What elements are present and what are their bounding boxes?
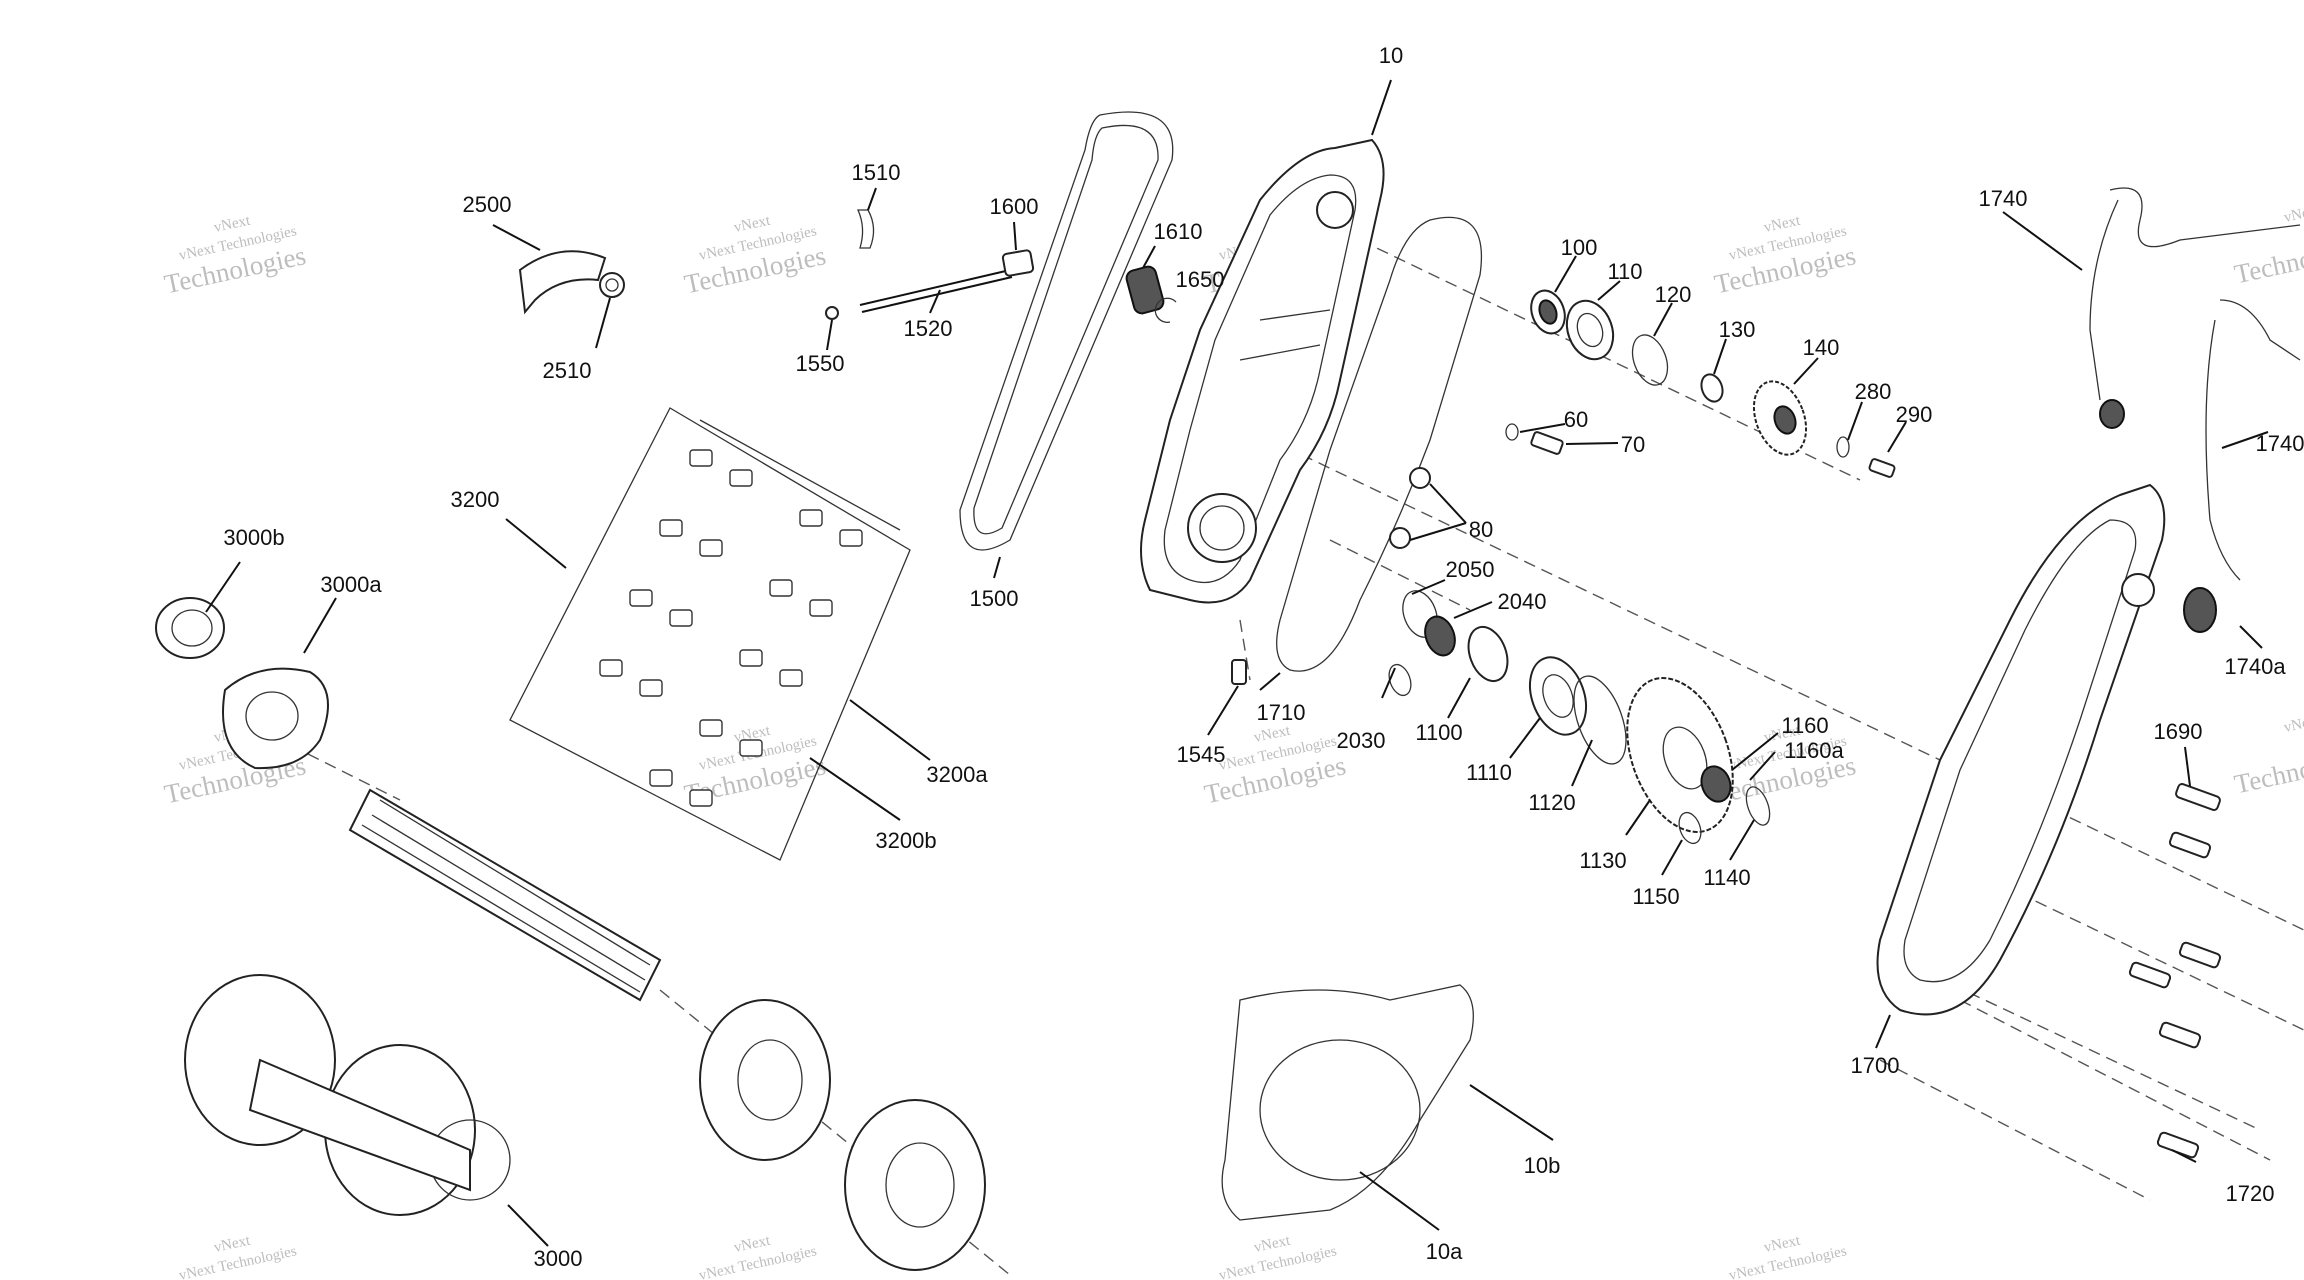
sprocket-assembly	[184, 974, 986, 1271]
right-housing	[1876, 483, 2217, 1016]
callout-2500: 2500	[463, 192, 512, 217]
plug-part	[1231, 659, 1247, 685]
callout-1720: 1720	[2226, 1181, 2275, 1206]
watermark-text: vNext	[2282, 713, 2304, 736]
watermark-text: vNext	[732, 213, 772, 236]
callout-290: 290	[1896, 402, 1933, 427]
callout-1160a: 1160a	[1784, 738, 1844, 763]
watermark-text: vNext	[1252, 723, 1292, 746]
callout-1740a: 1740a	[2224, 654, 2286, 679]
callout-3000: 3000	[534, 1246, 583, 1271]
lower-small-parts	[1388, 590, 1509, 697]
callout-1550: 1550	[796, 351, 845, 376]
callout-3000b: 3000b	[223, 525, 284, 550]
right-bolts	[2128, 783, 2222, 1159]
bracket-part	[518, 250, 625, 315]
parts	[155, 111, 2301, 1271]
slider-plate	[509, 407, 911, 861]
callout-1650: 1650	[1176, 267, 1225, 292]
callout-280: 280	[1855, 379, 1892, 404]
callout-1710: 1710	[1257, 700, 1306, 725]
callout-1600: 1600	[990, 194, 1039, 219]
watermark-text: vNext	[2282, 203, 2304, 226]
callout-70: 70	[1621, 432, 1645, 457]
axis-line	[1249, 429, 1941, 761]
callout-3000a: 3000a	[320, 572, 382, 597]
watermark-text: Technologies	[2232, 740, 2304, 799]
callout-1140: 1140	[1703, 865, 1750, 890]
callout-1690: 1690	[2154, 719, 2203, 744]
callout-1160: 1160	[1781, 713, 1828, 738]
shaft-part	[825, 209, 1035, 320]
callout-1120: 1120	[1528, 790, 1575, 815]
callout-130: 130	[1719, 317, 1756, 342]
lower-gear-set	[1528, 656, 1734, 833]
lower-fastener-set	[1678, 765, 1771, 845]
watermark-text: vNext	[212, 213, 252, 236]
callout-1545: 1545	[1177, 742, 1226, 767]
callout-2050: 2050	[1446, 557, 1495, 582]
leader-lines	[205, 79, 2269, 1247]
callout-1520: 1520	[904, 316, 953, 341]
upper-gear-set	[1631, 334, 1896, 478]
chaincase-housing	[1140, 138, 1385, 604]
watermark-text: vNext	[1762, 1233, 1802, 1256]
callout-1110: 1110	[1466, 760, 1512, 785]
callout-10: 10	[1379, 43, 1403, 68]
watermark-text: vNext	[732, 1233, 772, 1256]
nut-part	[1389, 467, 1431, 549]
callout-120: 120	[1655, 282, 1692, 307]
callout-labels: 10 2500 2510 1510 1550 1520 1600 1610 16…	[223, 43, 2304, 1271]
axis-line	[1329, 539, 1471, 611]
callout-1150: 1150	[1632, 884, 1679, 909]
callout-1500: 1500	[970, 586, 1019, 611]
callout-1700: 1700	[1851, 1053, 1900, 1078]
washer-bolt	[1505, 423, 1564, 455]
callout-2510: 2510	[543, 358, 592, 383]
callout-2040: 2040	[1498, 589, 1547, 614]
callout-100: 100	[1561, 235, 1598, 260]
callout-10a: 10a	[1426, 1239, 1463, 1264]
callout-3200b: 3200b	[875, 828, 936, 853]
callout-1130: 1130	[1579, 848, 1626, 873]
bearing-part	[1530, 289, 1615, 361]
callout-1610: 1610	[1154, 219, 1203, 244]
drive-shaft	[348, 788, 662, 1002]
watermark-text: vNext	[212, 1233, 252, 1256]
watermark-text: vNext	[1252, 1233, 1292, 1256]
callout-2030: 2030	[1337, 728, 1386, 753]
watermark-text: Technologies	[2232, 230, 2304, 289]
drive-belt	[959, 111, 1174, 551]
callout-1100: 1100	[1415, 720, 1462, 745]
axis-line	[1959, 999, 2271, 1161]
gasket-part	[1276, 216, 1482, 672]
callout-60: 60	[1564, 407, 1588, 432]
tensioner-part	[1125, 265, 1177, 323]
callout-140: 140	[1803, 335, 1840, 360]
watermark-text: vNext	[1762, 723, 1802, 746]
axis-line	[1879, 1059, 2151, 1201]
back-plate	[1221, 984, 1474, 1221]
axis-line	[1239, 619, 1251, 681]
callout-3200: 3200	[451, 487, 500, 512]
drive-bearing-flange	[155, 597, 329, 770]
callout-1510: 1510	[852, 160, 901, 185]
hose-part	[2089, 187, 2301, 581]
callout-1740-top: 1740	[1979, 186, 2028, 211]
callout-110: 110	[1607, 259, 1642, 284]
callout-3200a: 3200a	[926, 762, 988, 787]
callout-80: 80	[1469, 517, 1493, 542]
callout-10b: 10b	[1524, 1153, 1561, 1178]
callout-1740-right: 1740	[2256, 431, 2304, 456]
watermark-text: vNext	[1762, 213, 1802, 236]
